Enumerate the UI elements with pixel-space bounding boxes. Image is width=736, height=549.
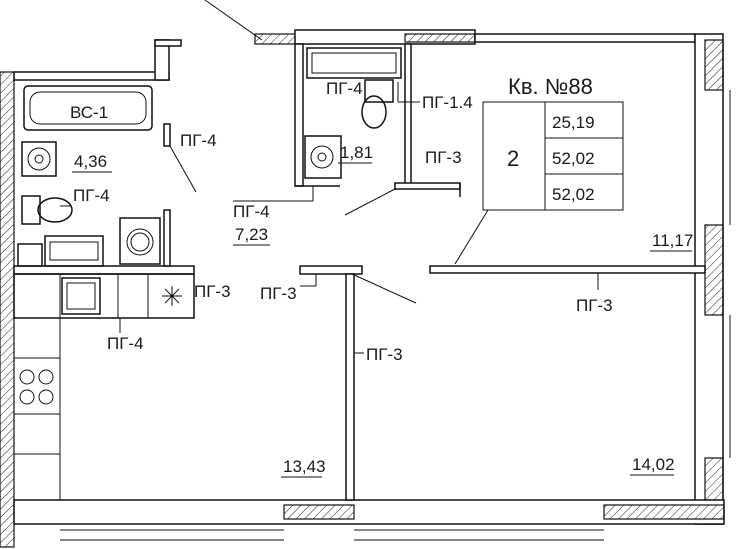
bathroom-name: ВС-1 (70, 103, 108, 122)
washing-machine (119, 217, 161, 265)
toilet-area: 1,81 (340, 143, 373, 162)
kitchen-fixtures (13, 273, 195, 500)
label-pg4-b: ПГ-4 (73, 186, 110, 205)
label-pg4-c: ПГ-4 (326, 79, 363, 98)
area-total: 52,02 (552, 149, 595, 168)
label-pg4-a: ПГ-4 (180, 131, 217, 150)
toilet-sink (304, 135, 342, 179)
bathtub (23, 85, 153, 131)
area-living: 25,19 (552, 113, 595, 132)
bathroom-area: 4,36 (74, 152, 107, 171)
room-areas: 4,36 1,81 7,23 13,43 14,02 11,17 (72, 143, 693, 478)
partition-labels: ПГ-4 ПГ-4 ПГ-4 ПГ-4 ПГ-4 ПГ-1.4 ПГ-3 ПГ-… (60, 79, 613, 364)
apartment-info: Кв. №88 2 25,19 52,02 52,02 (454, 74, 624, 265)
label-pg3-e: ПГ-3 (366, 345, 403, 364)
hall-area: 7,23 (235, 225, 268, 244)
label-pg3-b: ПГ-3 (194, 282, 231, 301)
apartment-title: Кв. №88 (508, 74, 593, 99)
toilet-fixtures (304, 47, 402, 179)
label-pg14: ПГ-1.4 (422, 93, 473, 112)
label-pg3-c: ПГ-3 (260, 284, 297, 303)
area-total-2: 52,02 (552, 185, 595, 204)
label-pg4-d: ПГ-4 (233, 202, 270, 221)
room-area-right: 14,02 (632, 455, 675, 474)
kitchen-sink (61, 277, 101, 315)
kitchen-area: 13,43 (283, 457, 326, 476)
wc (361, 95, 387, 129)
stove (19, 369, 54, 405)
bathroom-fixtures: ВС-1 (17, 85, 161, 267)
rooms-count: 2 (507, 146, 519, 171)
label-pg3-a: ПГ-3 (425, 148, 462, 167)
label-pg4-e: ПГ-4 (107, 334, 144, 353)
sink (21, 141, 57, 177)
room-area-top: 11,17 (652, 231, 693, 250)
label-pg3-d: ПГ-3 (576, 296, 613, 315)
interior-walls (13, 43, 706, 501)
